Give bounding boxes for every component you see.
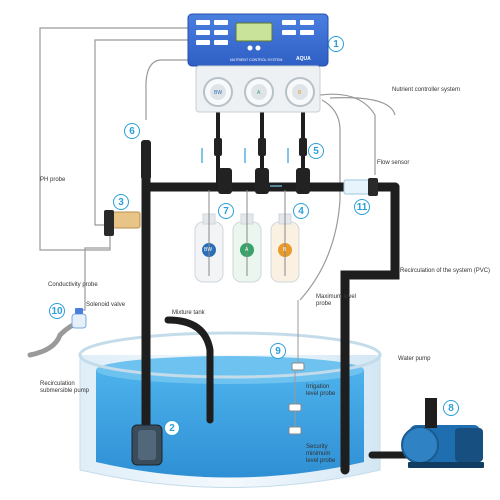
badge-10: 10 — [49, 303, 65, 319]
controller-title: NUTRIENT CONTROL SYSTEM — [230, 58, 282, 62]
bottle-label-b: B — [283, 247, 287, 253]
badge-11: 11 — [354, 199, 370, 215]
pump-label-b: B — [298, 90, 302, 96]
nutrient-controller: NUTRIENT CONTROL SYSTEM AQUA BW A B — [187, 13, 329, 113]
bottle-label-bw: BW — [204, 247, 213, 253]
level-probes — [288, 300, 305, 435]
bottle-label-a: A — [245, 247, 249, 253]
label-maximum-level-probe: Maximum level probe — [316, 294, 357, 307]
bottle-b — [270, 190, 300, 283]
pump-label-bw: BW — [214, 90, 222, 96]
mixture-tank — [78, 331, 382, 488]
label-conductivity-probe: Conductivity probe — [48, 282, 98, 288]
badge-8: 8 — [443, 400, 459, 416]
nutrient-bottles — [194, 190, 300, 283]
label-solenoid-valve: Solenoid valve — [86, 302, 126, 308]
label-security-minimum-level-probe: Security minimum level probe — [306, 444, 336, 464]
label-flow-sensor: Flow sensor — [377, 160, 410, 166]
badge-5: 5 — [308, 143, 324, 159]
injector-valves — [141, 138, 310, 194]
controller-brand: AQUA — [296, 56, 311, 62]
conductivity-probe — [104, 210, 141, 236]
peristaltic-pump-b — [285, 77, 315, 107]
label-mixture-tank: Mixture tank — [172, 310, 205, 316]
pipes — [27, 108, 414, 475]
badge-2: 2 — [164, 420, 180, 436]
label-irrigation-level-probe: Irrigation level probe — [306, 384, 336, 397]
flow-arrows — [201, 148, 289, 187]
flow-sensor — [343, 178, 378, 196]
label-nutrient-controller-system: Nutrient controller system — [392, 87, 461, 93]
badge-7: 7 — [218, 203, 234, 219]
badge-1: 1 — [328, 36, 344, 52]
pump-label-a: A — [257, 90, 261, 96]
bottle-a — [232, 190, 262, 283]
badge-6: 6 — [124, 123, 140, 139]
solenoid-valve — [71, 308, 87, 329]
label-recirculation-pump: Recirculation submersible pump — [40, 381, 90, 394]
label-water-pump: Water pump — [398, 356, 431, 362]
badge-3: 3 — [113, 194, 129, 210]
badge-9: 9 — [270, 343, 286, 359]
peristaltic-pump-a — [244, 77, 274, 107]
signal-cables — [39, 27, 396, 311]
submersible-pump — [131, 424, 163, 466]
label-ph-probe: PH probe — [40, 177, 66, 183]
water-pump — [401, 398, 484, 468]
peristaltic-pump-bw — [203, 77, 233, 107]
label-recirculation-pvc: Recirculation of the system (PVC) — [400, 268, 491, 274]
bottle-bw — [194, 190, 224, 283]
badge-4: 4 — [293, 203, 309, 219]
